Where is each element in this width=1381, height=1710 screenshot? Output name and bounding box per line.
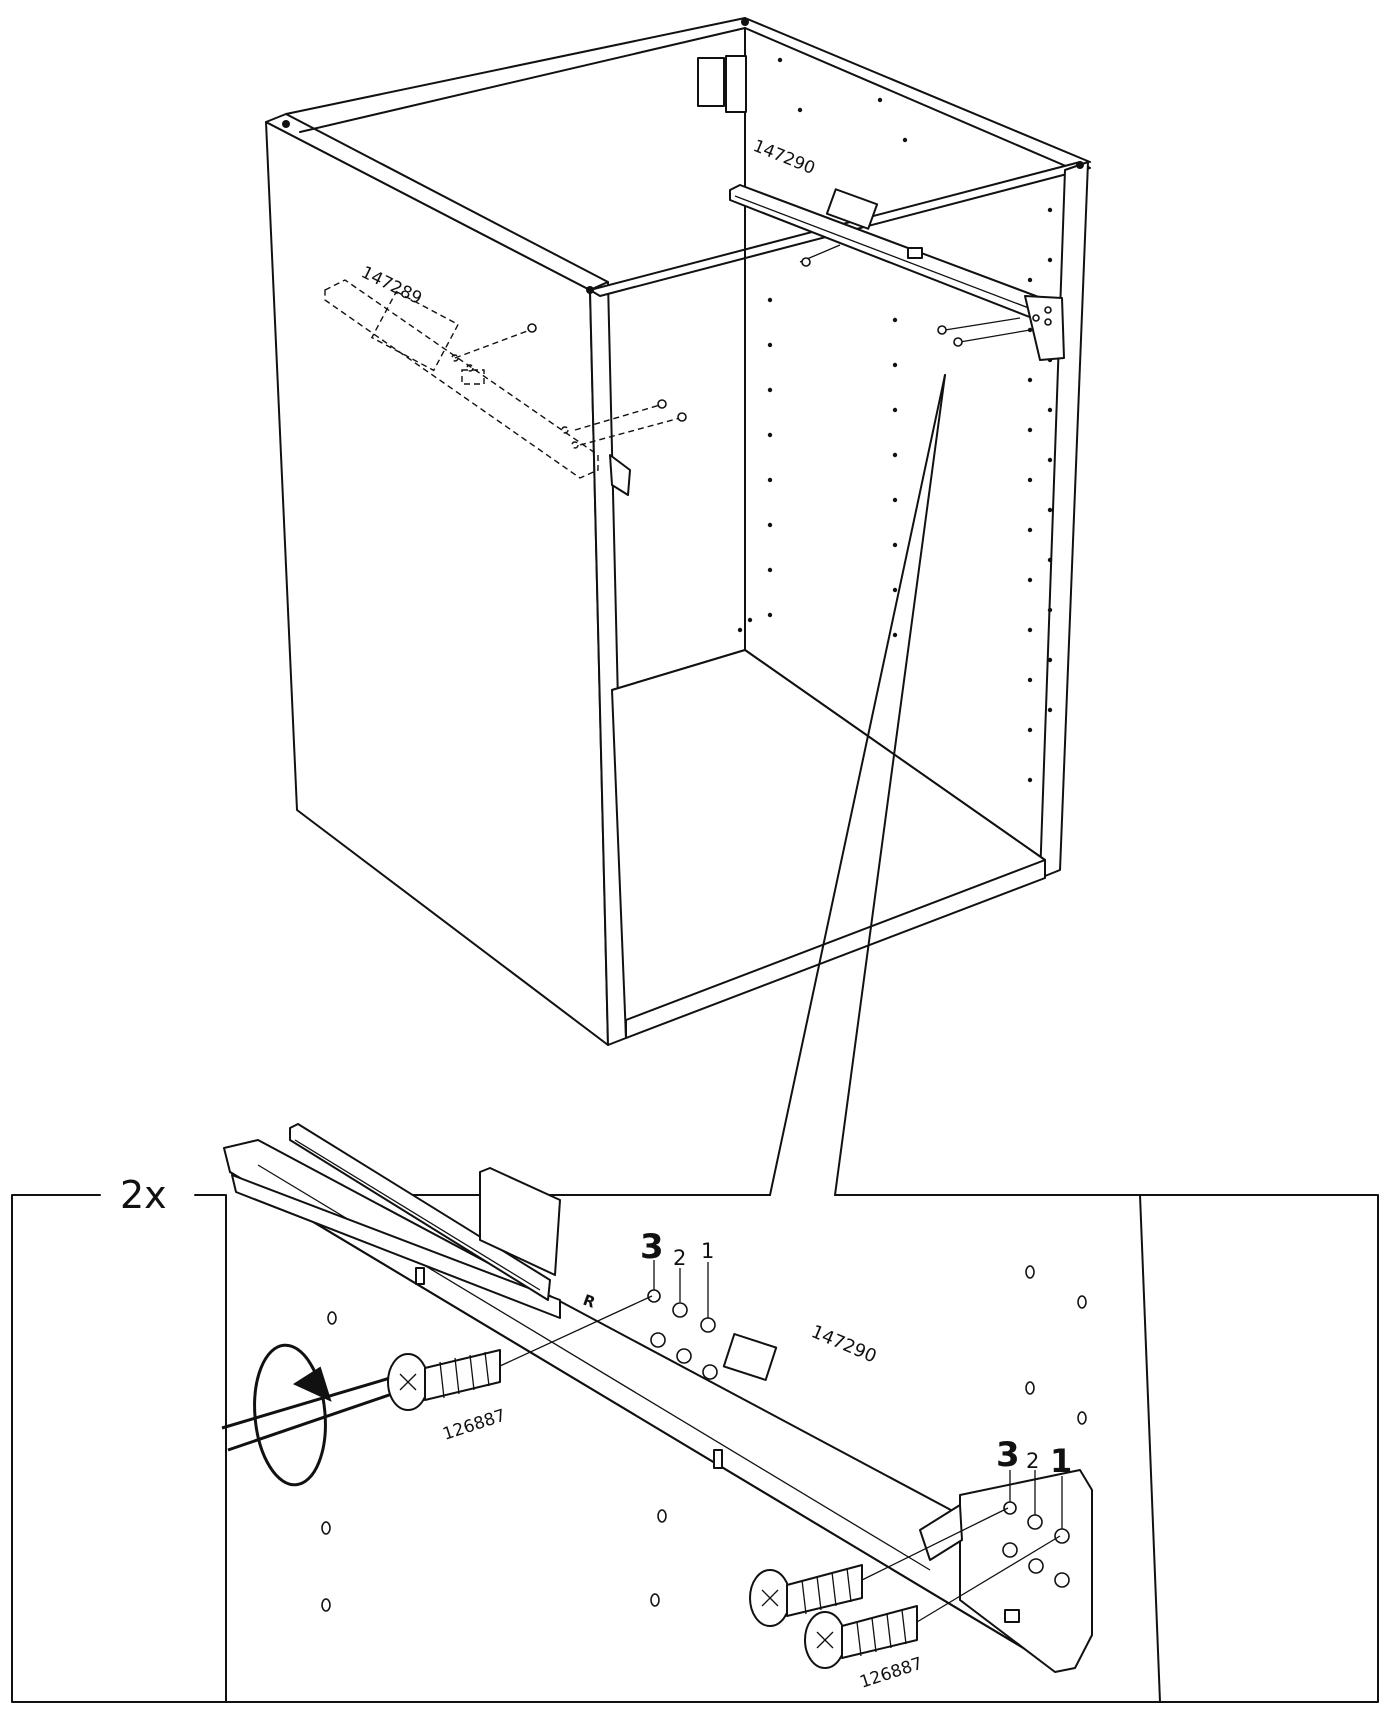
detail-panel-right-edge [1139,1194,1161,1703]
zoom-pointer-left [769,374,946,1196]
detail-frame [11,1194,1379,1703]
hole-number-right-1: 1 [1050,1442,1072,1480]
zoom-pointer-right [834,374,946,1196]
cabinet-system-holes [737,57,1053,783]
label-runner-detail: 147290 [808,1321,879,1367]
cabinet-top-rear-rail [744,27,1076,171]
cabinet-bottom-panel [611,649,1046,1039]
label-screw-right: 126887 [857,1654,925,1693]
screw-left [387,1295,653,1411]
screw-right-upper [749,1507,1009,1627]
quantity-label: 2x [120,1173,167,1217]
cabinet [265,17,1091,1196]
cabinet-top-right-rail-outer [744,17,1091,163]
hole-number-left-3: 3 [640,1227,664,1267]
cabinet-mounting-bracket [697,57,725,107]
hole-number-left-2: 2 [673,1246,686,1270]
runner-right-screws [799,244,1031,347]
hole-number-left-1: 1 [701,1239,714,1263]
rotation-arrow-icon [253,1343,332,1487]
corner-dowel-rear [741,18,749,26]
corner-dowel-front [586,286,594,294]
corner-dowel-left [282,120,290,128]
cabinet-bottom-front-edge [625,859,1046,1039]
runner-left-hidden [324,279,687,496]
detail-view [11,1123,1379,1703]
cabinet-right-side-panel [1039,161,1089,879]
corner-dowel-right [1076,161,1084,169]
hole-number-right-3: 3 [996,1435,1020,1475]
runner-detail [223,1123,1093,1673]
label-runner-top: 147290 [750,136,818,179]
detail-panel-holes [321,1265,1087,1612]
runner-right-in-cabinet [729,184,1065,361]
screw-right-lower [804,1535,1061,1669]
label-screw-left: 126887 [440,1406,508,1445]
cabinet-bracket-plate [725,55,747,113]
cabinet-top-rear-rail-outer [285,17,746,115]
hole-number-right-2: 2 [1026,1449,1039,1473]
runner-side-mark: R [581,1291,598,1312]
